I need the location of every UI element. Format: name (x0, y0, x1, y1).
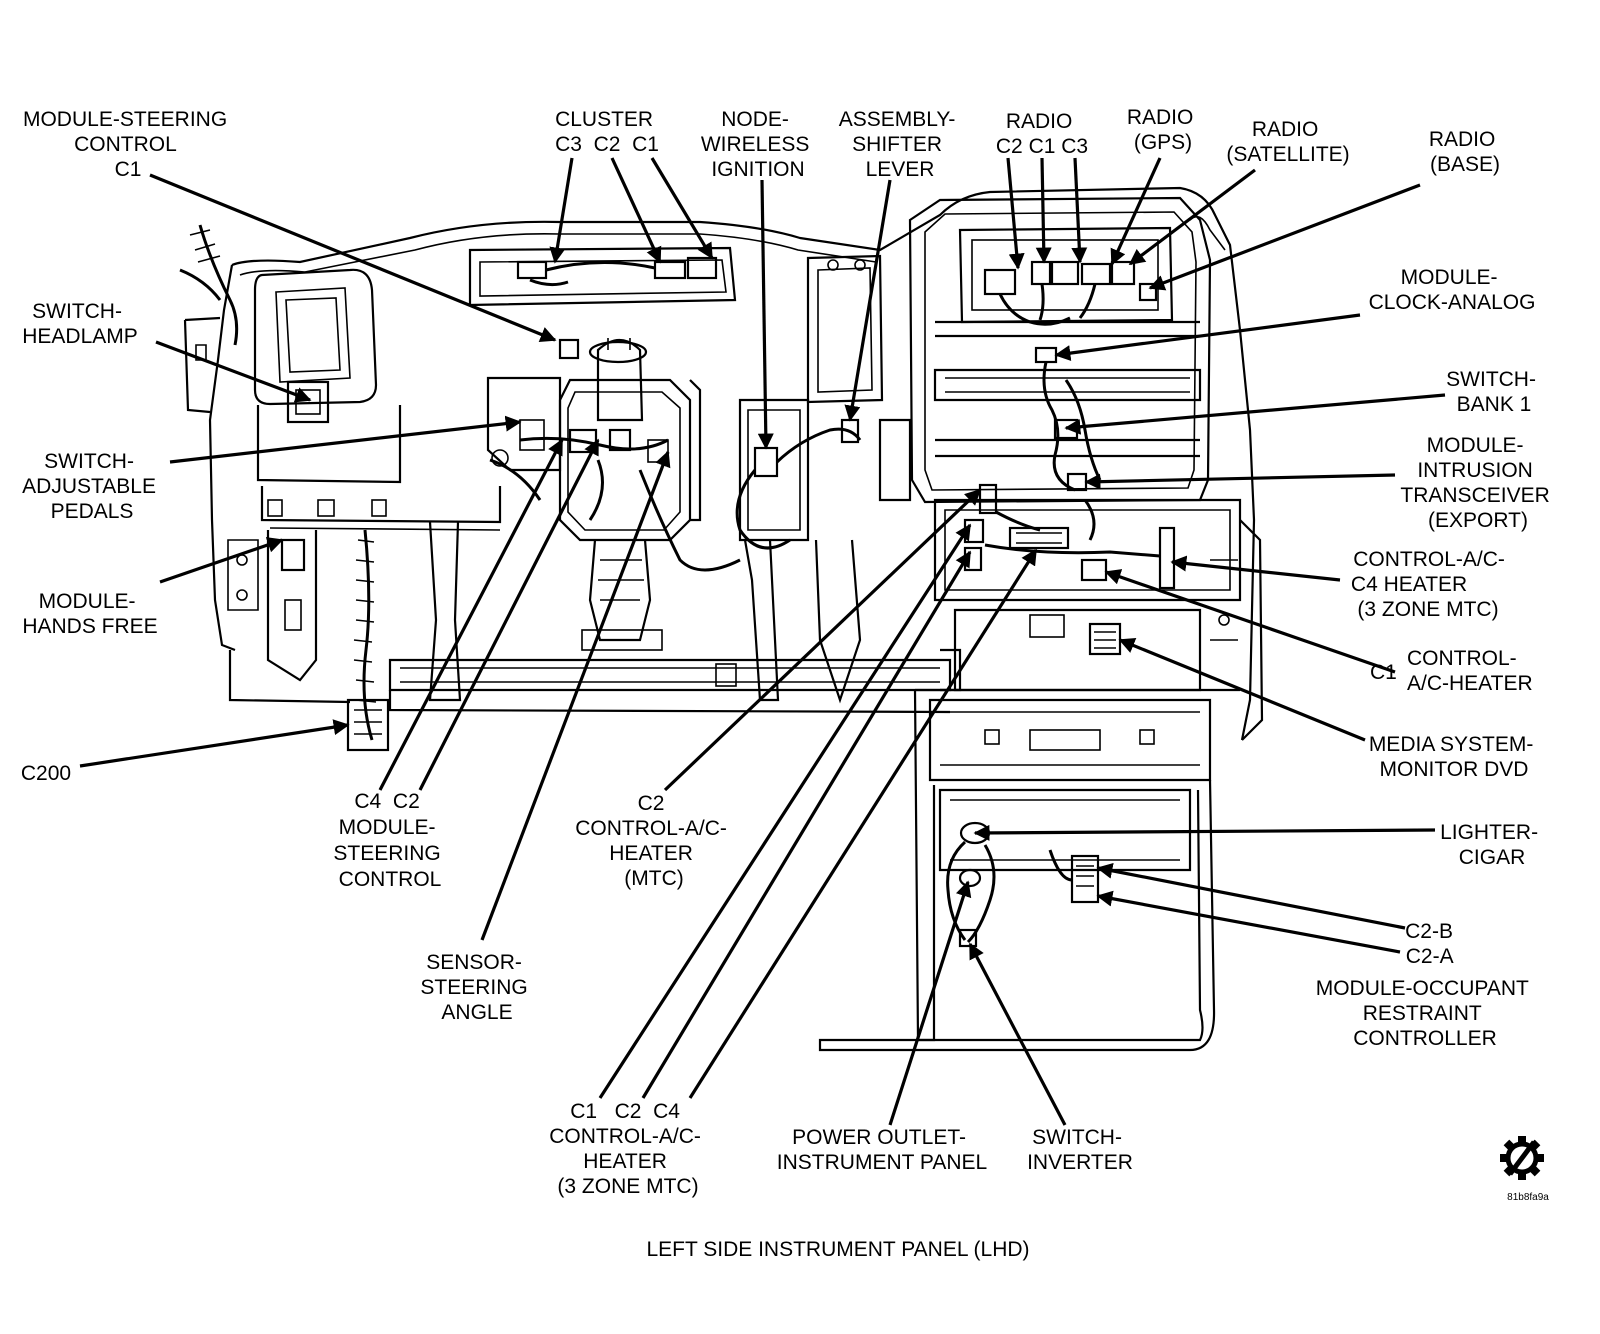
callout-module-clock-analog: MODULE- CLOCK-ANALOG (1369, 266, 1536, 314)
callout-radio-gps: RADIO (GPS) (1127, 106, 1199, 154)
callout-radio: RADIO C2 C1 C3 (996, 110, 1088, 158)
callout-switch-bank-1: SWITCH- BANK 1 (1446, 368, 1542, 416)
callout-control-ac-heater-3zone: C1 C2 C4 CONTROL-A/C- HEATER (3 ZONE MTC… (549, 1100, 707, 1198)
callout-module-steering-control-c1: MODULE-STEERING CONTROL C1 (23, 108, 233, 181)
callout-module-occupant-restraint: C2-B C2-A MODULE-OCCUPANT RESTRAINT CONT… (1316, 920, 1535, 1050)
callout-assembly-shifter-lever: ASSEMBLY- SHIFTER LEVER (839, 108, 962, 181)
callout-c200: C200 (21, 762, 71, 785)
leader-lines (79, 157, 1446, 1126)
callout-radio-base: RADIO (BASE) (1429, 128, 1501, 176)
callout-module-hands-free: MODULE- HANDS FREE (22, 590, 157, 638)
callout-control-ac-heater-c1: CONTROL- C1 A/C-HEATER (1370, 647, 1533, 695)
figure-id: 81b8fa9a (1507, 1192, 1549, 1203)
callout-radio-satellite: RADIO (SATELLITE) (1226, 118, 1349, 166)
callout-switch-adjustable-pedals: SWITCH- ADJUSTABLE PEDALS (22, 450, 162, 523)
callout-control-ac-heater-3zone-c4: CONTROL-A/C- C4 HEATER (3 ZONE MTC) (1351, 548, 1511, 621)
callout-switch-inverter: SWITCH- INVERTER (1027, 1126, 1133, 1174)
callout-sensor-steering-angle: SENSOR- STEERING ANGLE (420, 951, 533, 1024)
callout-module-intrusion-transceiver: MODULE- INTRUSION TRANSCEIVER (EXPORT) (1400, 434, 1555, 532)
figure-caption: LEFT SIDE INSTRUMENT PANEL (LHD) (646, 1238, 1029, 1261)
callout-media-system-monitor-dvd: MEDIA SYSTEM- MONITOR DVD (1369, 733, 1539, 781)
gear-slash-icon (1500, 1136, 1544, 1180)
callout-node-wireless-ignition: NODE- WIRELESS IGNITION (701, 108, 815, 181)
instrument-panel-structure (179, 186, 1264, 1052)
callout-power-outlet-instrument-panel: POWER OUTLET- INSTRUMENT PANEL (777, 1126, 987, 1174)
callout-cluster: CLUSTER C3 C2 C1 (555, 108, 659, 156)
callout-switch-headlamp: SWITCH- HEADLAMP (22, 300, 138, 348)
callout-control-ac-heater-mtc-c2: C2 CONTROL-A/C- HEATER (MTC) (575, 792, 733, 890)
callout-module-steering-control-c4c2: C4 C2 MODULE- STEERING CONTROL (333, 790, 446, 891)
callout-labels: MODULE-STEERING CONTROL C1 CLUSTER C3 C2… (21, 106, 1555, 1198)
callout-lighter-cigar: LIGHTER- CIGAR (1440, 821, 1544, 869)
